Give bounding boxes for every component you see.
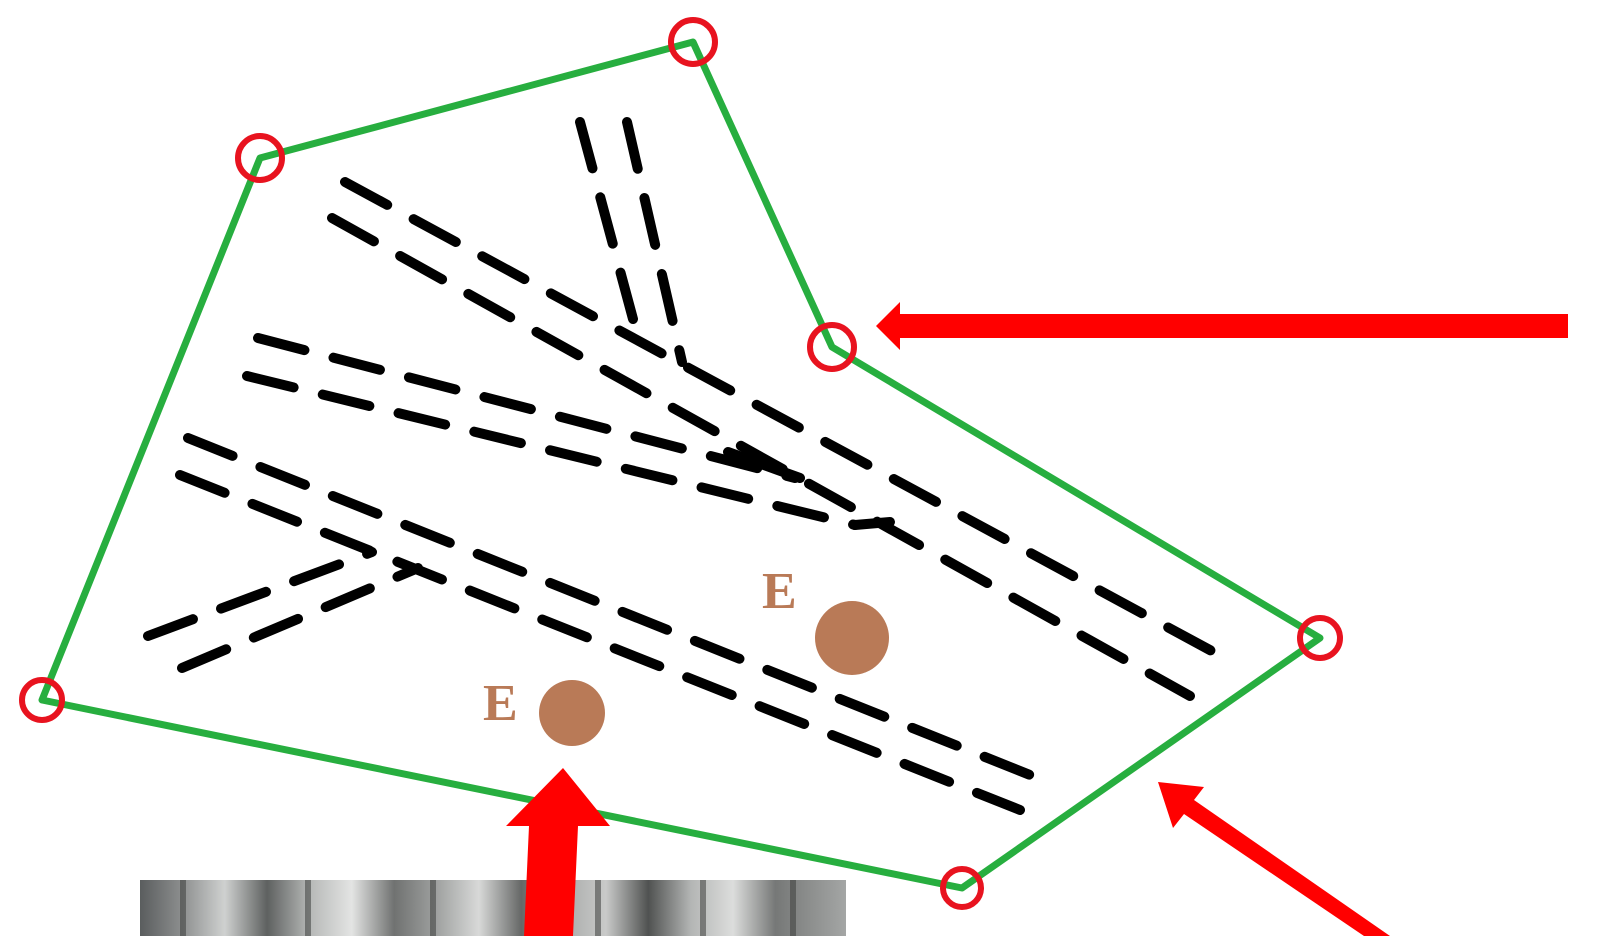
dashed-line bbox=[183, 433, 1060, 790]
arrow-left bbox=[876, 302, 1568, 350]
photo-tree-trunk bbox=[305, 880, 311, 936]
vertex-ring bbox=[1297, 615, 1343, 661]
dashed-line bbox=[622, 117, 687, 367]
dashed-line bbox=[242, 371, 860, 530]
dashed-line bbox=[177, 563, 423, 673]
boundary-polygon bbox=[38, 38, 1324, 892]
junction-strokes bbox=[723, 447, 895, 530]
vertex-ring bbox=[19, 677, 65, 723]
photo-tree-trunk bbox=[430, 880, 436, 936]
vertex-rings bbox=[19, 17, 1343, 910]
forest-photo bbox=[140, 880, 846, 936]
pointer-arrows bbox=[506, 302, 1568, 936]
photo-tree-trunk bbox=[790, 880, 796, 936]
marker-label: E bbox=[762, 563, 797, 620]
dashed-line bbox=[253, 333, 800, 483]
arrow-up bbox=[506, 768, 610, 936]
dashed-line bbox=[340, 177, 1237, 667]
vertex-ring bbox=[668, 17, 718, 67]
marker-label: E bbox=[483, 675, 518, 732]
photo-tree-trunk bbox=[700, 880, 706, 936]
dashed-line bbox=[327, 213, 1195, 701]
dashed-line bbox=[175, 470, 1025, 815]
dashed-lines bbox=[143, 117, 1237, 815]
dashed-line bbox=[143, 547, 377, 641]
dashed-line bbox=[575, 117, 645, 350]
junction-stroke bbox=[850, 517, 895, 530]
arrow-up-left bbox=[1158, 782, 1390, 936]
vertex-ring bbox=[235, 133, 285, 183]
marker-dot bbox=[815, 601, 889, 675]
photo-tree-trunk bbox=[595, 880, 601, 936]
marker-dot bbox=[539, 680, 605, 746]
vertex-ring bbox=[940, 866, 984, 910]
photo-tree-trunk bbox=[180, 880, 186, 936]
vertex-ring bbox=[807, 322, 857, 372]
junction-stroke bbox=[723, 447, 805, 483]
